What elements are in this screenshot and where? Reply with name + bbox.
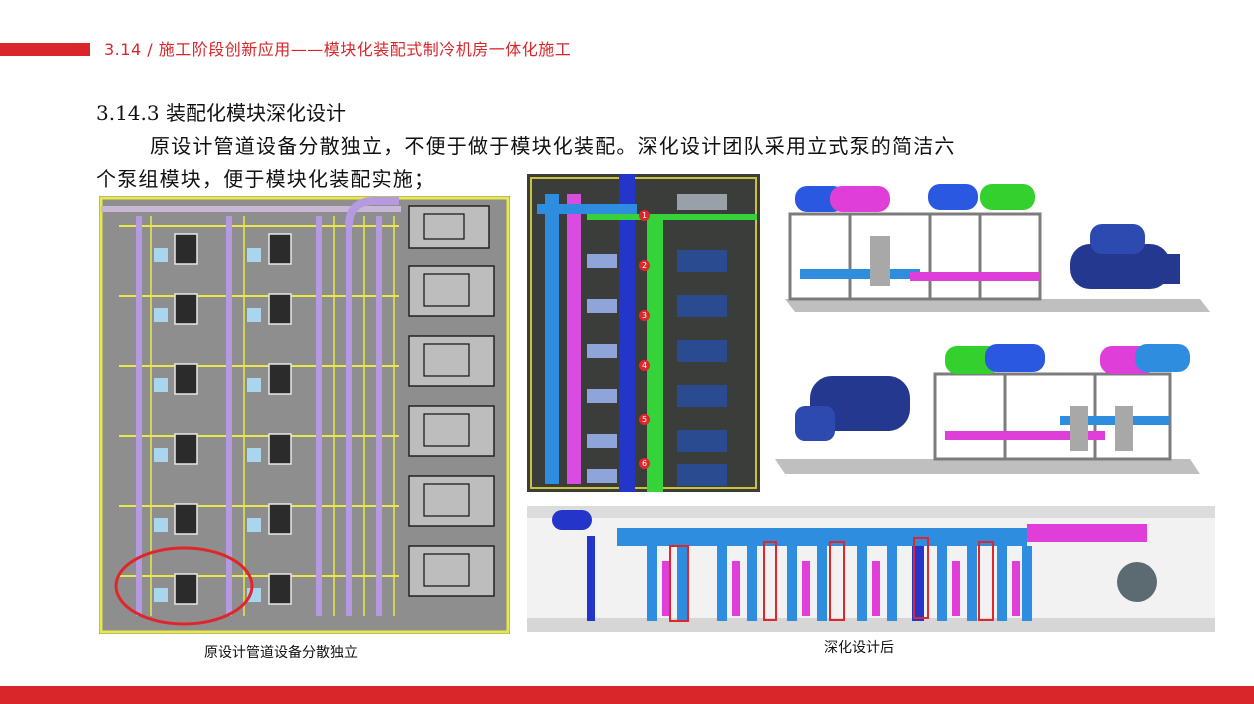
module-3d-view-2 [770,326,1215,481]
optimized-design-caption: 深化设计后 [824,640,894,656]
optimized-elevation-view [527,506,1215,632]
page-header: 3.14 / 施工阶段创新应用——模块化装配式制冷机房一体化施工 [104,40,572,59]
module-3d-view-1 [770,174,1215,319]
section-title: 3.14.3 装配化模块深化设计 [96,101,346,125]
optimized-top-view-model: 1 2 3 4 5 6 [527,174,760,492]
module-number-3: 3 [639,310,650,321]
original-design-caption: 原设计管道设备分散独立 [204,645,358,661]
module-number-6: 6 [639,458,650,469]
body-text-line-2: 个泵组模块，便于模块化装配实施； [96,167,436,191]
body-text-line-1: 原设计管道设备分散独立，不便于做于模块化装配。深化设计团队采用立式泵的简洁六 [150,134,956,158]
module-number-4: 4 [639,360,650,371]
module-number-1: 1 [639,210,650,221]
footer-accent-bar [0,686,1254,704]
module-number-5: 5 [639,414,650,425]
header-accent-bar [0,43,90,56]
original-design-drawing [99,196,510,634]
module-number-2: 2 [639,260,650,271]
